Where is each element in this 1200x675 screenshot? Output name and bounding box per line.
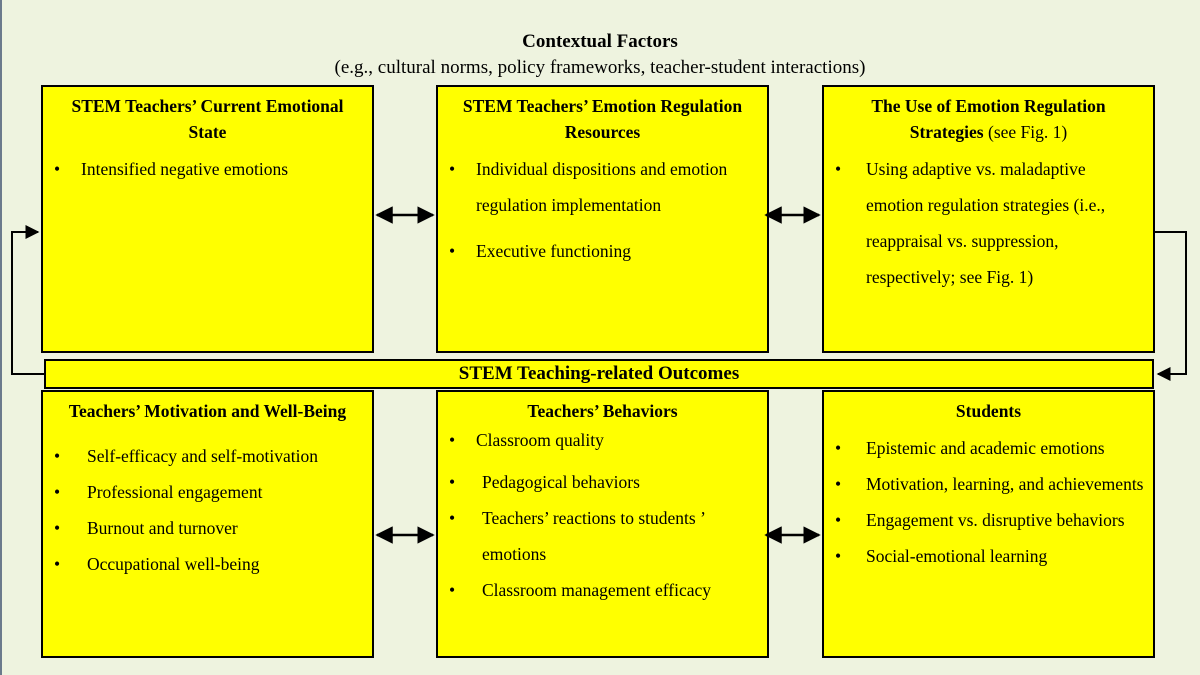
bullet-list: Using adaptive vs. maladaptive emotion r… xyxy=(832,151,1145,295)
list-item: Classroom quality xyxy=(446,422,759,458)
box-use-of-emotion-regulation-strategies: The Use of Emotion Regulation Strategies… xyxy=(822,85,1155,353)
list-item: Epistemic and academic emotions xyxy=(832,430,1145,466)
box-emotion-regulation-resources: STEM Teachers’ Emotion Regulation Resour… xyxy=(436,85,769,353)
box-title: Students xyxy=(955,401,1022,421)
box-title: Teachers’ Behaviors xyxy=(527,401,678,421)
outcomes-bar: STEM Teaching-related Outcomes xyxy=(44,359,1154,389)
list-item: Executive functioning xyxy=(446,233,759,269)
bullet-list: Epistemic and academic emotions Motivati… xyxy=(832,430,1145,574)
list-item: Classroom management efficacy xyxy=(446,572,759,608)
list-item: Engagement vs. disruptive behaviors xyxy=(832,502,1145,538)
list-item: Using adaptive vs. maladaptive emotion r… xyxy=(832,151,1145,295)
contextual-factors-subtitle: (e.g., cultural norms, policy frameworks… xyxy=(334,57,866,78)
list-item: Professional engagement xyxy=(51,474,364,510)
box-students: Students Epistemic and academic emotions… xyxy=(822,390,1155,658)
list-item: Individual dispositions and emotion regu… xyxy=(446,151,759,223)
feedback-arrow-right xyxy=(1155,231,1187,381)
box-current-emotional-state: STEM Teachers’ Current Emotional State I… xyxy=(41,85,374,353)
contextual-factors-title: Contextual Factors xyxy=(522,31,678,52)
bullet-list: Intensified negative emotions xyxy=(51,151,364,187)
list-item: Teachers’ reactions to students ’ emotio… xyxy=(446,500,759,572)
feedback-arrow-left xyxy=(11,225,44,375)
list-item: Self-efficacy and self-motivation xyxy=(51,438,364,474)
bullet-list: Individual dispositions and emotion regu… xyxy=(446,151,759,269)
list-item: Motivation, learning, and achievements xyxy=(832,466,1145,502)
box-teacher-motivation-wellbeing: Teachers’ Motivation and Well-Being Self… xyxy=(41,390,374,658)
slide-left-edge xyxy=(0,0,2,675)
list-item: Pedagogical behaviors xyxy=(446,464,759,500)
box-title: The Use of Emotion Regulation Strategies… xyxy=(871,96,1106,142)
list-item: Intensified negative emotions xyxy=(51,151,364,187)
bullet-list: Classroom quality Pedagogical behaviors … xyxy=(446,422,759,608)
list-item: Social-emotional learning xyxy=(832,538,1145,574)
list-item: Occupational well-being xyxy=(51,546,364,582)
list-item: Burnout and turnover xyxy=(51,510,364,546)
bullet-list: Self-efficacy and self-motivation Profes… xyxy=(51,438,364,582)
box-title: STEM Teachers’ Emotion Regulation Resour… xyxy=(462,96,743,142)
box-title: STEM Teachers’ Current Emotional State xyxy=(71,96,344,142)
box-teacher-behaviors: Teachers’ Behaviors Classroom quality Pe… xyxy=(436,390,769,658)
box-title: Teachers’ Motivation and Well-Being xyxy=(68,401,347,421)
